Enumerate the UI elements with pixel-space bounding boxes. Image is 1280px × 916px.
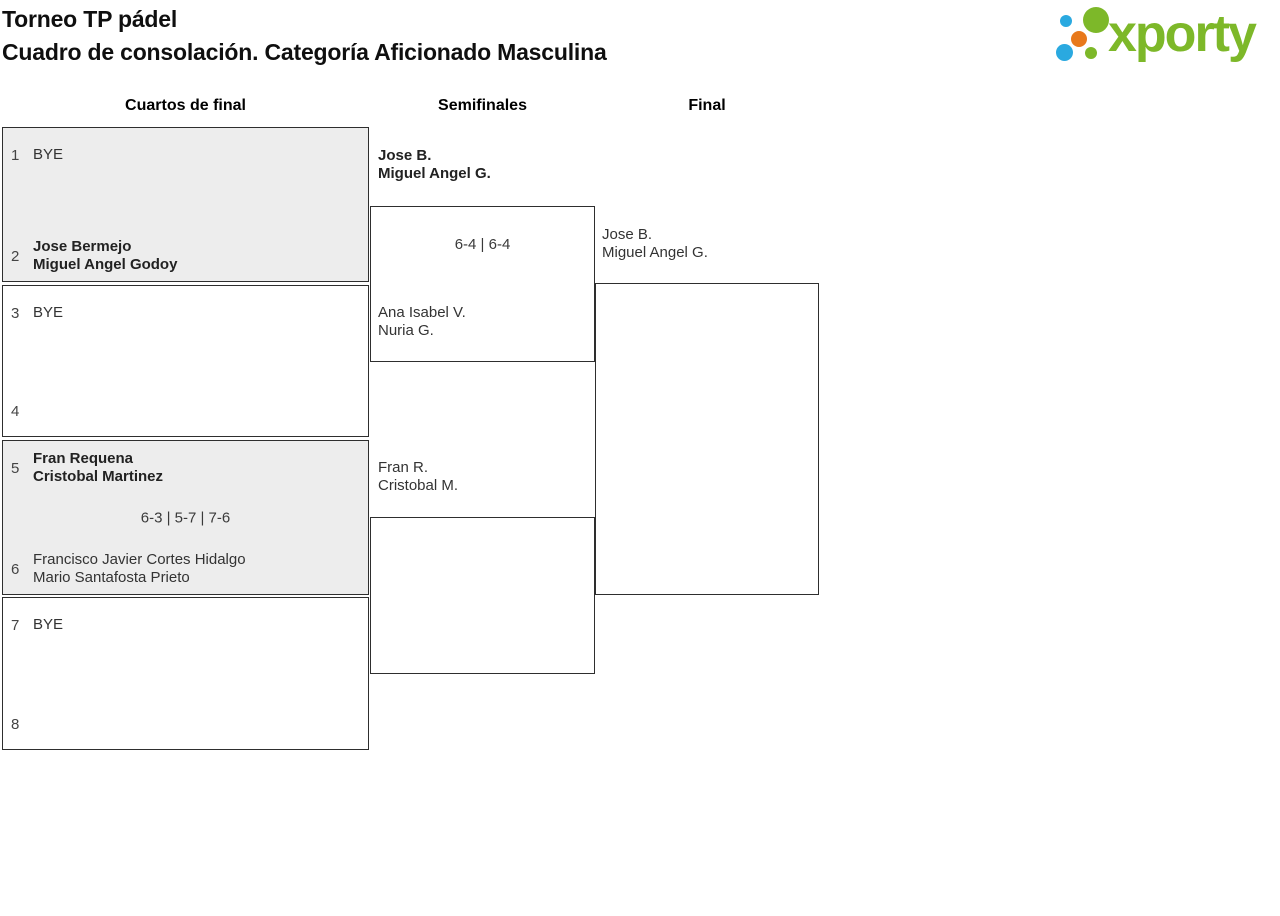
team-slot-seed-8: 8 (3, 704, 368, 744)
team-names-winner: Jose Bermejo Miguel Angel Godoy (33, 238, 177, 274)
seed-number: 8 (11, 715, 20, 733)
tournament-name: Torneo TP pádel (2, 6, 178, 32)
match-semifinal-2-box (370, 517, 595, 674)
logo-wordmark: xporty (1108, 5, 1257, 63)
player-name: BYE (33, 616, 64, 633)
seed-number: 2 (11, 247, 20, 265)
round-header-semifinals: Semifinales (438, 97, 527, 114)
player-name: Ana Isabel V. (378, 304, 466, 321)
match-quarterfinal-3: 5 Fran Requena Cristobal Martinez 6-3 | … (2, 440, 369, 595)
team-names: Francisco Javier Cortes Hidalgo Mario Sa… (33, 551, 246, 587)
match-quarterfinal-2: 3 BYE 4 (2, 285, 369, 437)
player-name: Mario Santafosta Prieto (33, 569, 190, 586)
player-name: Jose B. (378, 147, 432, 164)
match-final-box (595, 283, 819, 595)
player-name: Fran Requena (33, 450, 134, 467)
team-names: BYE (33, 146, 63, 164)
seed-number: 6 (11, 560, 20, 578)
final-top-team: Jose B. Miguel Angel G. (602, 226, 708, 262)
seed-number: 1 (11, 146, 20, 164)
player-name: Miguel Angel G. (378, 165, 491, 182)
semifinal-1-score: 6-4 | 6-4 (454, 236, 511, 253)
team-slot-seed-5: 5 Fran Requena Cristobal Martinez (3, 448, 368, 488)
bracket-subtitle: Cuadro de consolación. Categoría Aficion… (2, 39, 607, 65)
player-name: Cristobal M. (378, 477, 459, 494)
team-names: BYE (33, 616, 63, 634)
match-score: 6-3 | 5-7 | 7-6 (140, 509, 231, 526)
match-semifinal-1-box (370, 206, 595, 362)
player-name: BYE (33, 146, 64, 163)
team-slot-seed-3: 3 BYE (3, 293, 368, 333)
logo-dot-green-small-icon (1085, 47, 1097, 59)
player-name: Cristobal Martinez (33, 468, 164, 485)
logo-dot-blue-medium-icon (1056, 44, 1073, 61)
semifinal-1-top-team: Jose B. Miguel Angel G. (378, 147, 491, 183)
player-name: Miguel Angel Godoy (33, 256, 178, 273)
team-slot-seed-1: 1 BYE (3, 135, 368, 175)
team-slot-seed-4: 4 (3, 391, 368, 431)
page-title: Torneo TP pádel Cuadro de consolación. C… (2, 3, 607, 69)
xporty-logo[interactable]: xporty (1050, 0, 1280, 72)
player-name: Fran R. (378, 459, 429, 476)
team-slot-seed-6: 6 Francisco Javier Cortes Hidalgo Mario … (3, 549, 368, 589)
player-name: Francisco Javier Cortes Hidalgo (33, 551, 246, 568)
semifinal-2-top-team: Fran R. Cristobal M. (378, 459, 458, 495)
team-names: BYE (33, 304, 63, 322)
logo-dot-blue-small-icon (1060, 15, 1072, 27)
player-name: Jose Bermejo (33, 238, 132, 255)
logo-dot-orange-icon (1071, 31, 1087, 47)
round-header-quarterfinals: Cuartos de final (125, 97, 246, 114)
team-slot-seed-7: 7 BYE (3, 605, 368, 645)
player-name: Miguel Angel G. (602, 244, 708, 261)
match-quarterfinal-4: 7 BYE 8 (2, 597, 369, 750)
semifinal-1-bottom-team: Ana Isabel V. Nuria G. (378, 304, 466, 340)
player-name: BYE (33, 304, 64, 321)
player-name: Nuria G. (378, 322, 434, 339)
seed-number: 5 (11, 459, 20, 477)
seed-number: 4 (11, 402, 20, 420)
player-name: Jose B. (602, 226, 653, 243)
match-quarterfinal-1: 1 BYE 2 Jose Bermejo Miguel Angel Godoy (2, 127, 369, 282)
seed-number: 7 (11, 616, 20, 634)
round-header-final: Final (688, 97, 726, 114)
team-names-winner: Fran Requena Cristobal Martinez (33, 450, 163, 486)
seed-number: 3 (11, 304, 20, 322)
team-slot-seed-2: 2 Jose Bermejo Miguel Angel Godoy (3, 236, 368, 276)
logo-dot-green-large-icon (1083, 7, 1109, 33)
